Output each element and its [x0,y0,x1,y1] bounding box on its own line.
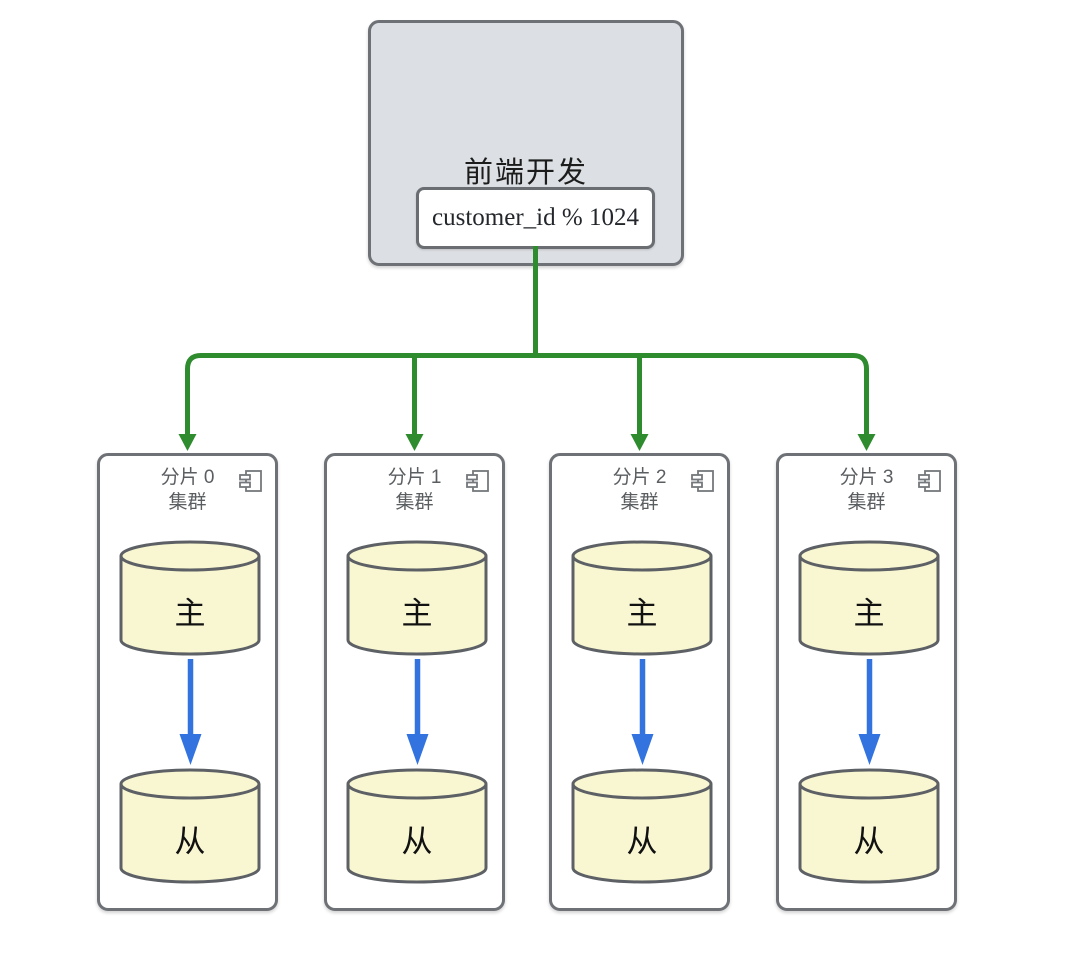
slave-db-label: 从 [174,824,206,859]
frontend-title: 前端开发 [463,157,588,189]
shard-3-cluster-node: 分片 3 集群 主 从 [776,453,957,911]
component-icon [466,470,489,492]
component-icon [239,470,262,492]
shard-0-cluster-node: 分片 0 集群 主 从 [97,453,278,911]
slave-db-label: 从 [626,824,658,859]
shard-sub-label: 集群 [168,492,207,513]
shard-name: 分片 3 [839,467,894,488]
shard-sub-label: 集群 [395,492,434,513]
replication-arrow [631,659,654,765]
shard-3-header: 分片 3 集群 [779,465,954,515]
master-db-label: 主 [853,596,885,631]
slave-db-cylinder: 从 [798,768,940,886]
replication-arrow [858,659,881,765]
component-icon [918,470,941,492]
shard-1-cluster-node: 分片 1 集群 主 从 [324,453,505,911]
slave-db-cylinder: 从 [571,768,713,886]
slave-db-cylinder: 从 [346,768,488,886]
master-db-label: 主 [626,596,658,631]
master-db-cylinder: 主 [571,540,713,658]
slave-db-label: 从 [401,824,433,859]
shard-formula-text: customer_id % 1024 [432,204,639,231]
shard-2-header: 分片 2 集群 [552,465,727,515]
shard-name: 分片 1 [387,467,442,488]
shard-sub-label: 集群 [620,492,659,513]
shard-0-header: 分片 0 集群 [100,465,275,515]
master-db-cylinder: 主 [346,540,488,658]
master-db-cylinder: 主 [798,540,940,658]
master-db-cylinder: 主 [119,540,261,658]
slave-db-label: 从 [853,824,885,859]
shard-1-header: 分片 1 集群 [327,465,502,515]
component-icon [691,470,714,492]
slave-db-cylinder: 从 [119,768,261,886]
shard-2-cluster-node: 分片 2 集群 主 从 [549,453,730,911]
master-db-label: 主 [174,596,206,631]
shard-sub-label: 集群 [847,492,886,513]
frontend-node: 前端开发 customer_id % 1024 [368,20,684,266]
replication-arrow [406,659,429,765]
shard-name: 分片 0 [160,467,215,488]
master-db-label: 主 [401,596,433,631]
shard-formula-box: customer_id % 1024 [416,187,655,249]
replication-arrow [179,659,202,765]
shard-name: 分片 2 [612,467,667,488]
